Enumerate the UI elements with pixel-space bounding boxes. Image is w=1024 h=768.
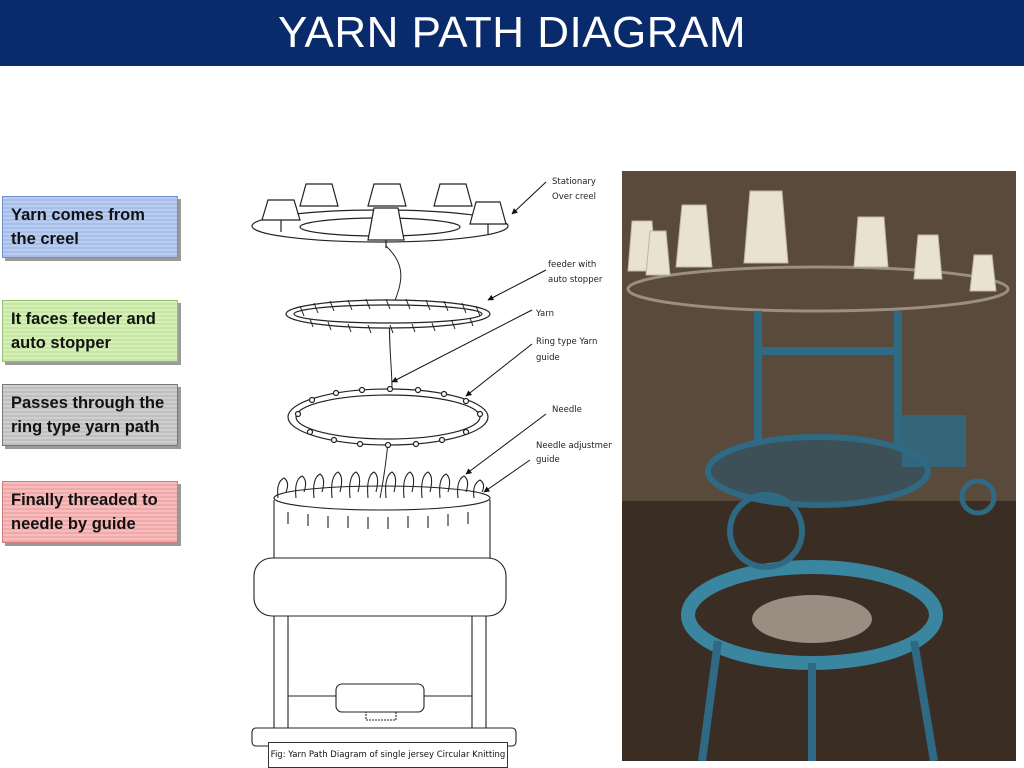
label-auto-stopper: auto stopper [548,275,603,285]
label-over-creel: Over creel [552,192,596,202]
label-yarn: Yarn [535,309,554,319]
label-feeder: feeder with [548,260,596,270]
step-text: Passes through the ring type yarn path [11,394,165,436]
needle-cylinder [251,471,517,747]
label-stationary: Stationary [552,177,596,187]
label-needle-adjustment: Needle adjustment [536,441,612,451]
step-box-creel: Yarn comes from the creel [2,196,178,258]
feeder-ring [285,298,491,334]
step-text: Finally threaded to needle by guide [11,491,158,533]
label-ring-type: Ring type Yarn [536,337,597,347]
title-bar: YARN PATH DIAGRAM [0,0,1024,66]
page-title: YARN PATH DIAGRAM [277,8,747,57]
yarn-path-diagram: Stationary Over creel feeder with auto s… [251,177,612,747]
label-guide: guide [536,353,560,363]
label-needle: Needle [552,405,582,415]
step-box-ring-path: Passes through the ring type yarn path [2,384,178,446]
figure-caption: Fig: Yarn Path Diagram of single jersey … [268,742,508,768]
ring-yarn-guide [287,385,489,449]
step-box-needle: Finally threaded to needle by guide [2,481,178,543]
step-box-feeder: It faces feeder and auto stopper [2,300,178,362]
creel-illustration [251,183,509,248]
yarn-line [379,245,402,499]
caption-text: Fig: Yarn Path Diagram of single jersey … [270,750,506,760]
step-text: It faces feeder and auto stopper [11,310,156,352]
machine-photo [622,171,1016,761]
step-text: Yarn comes from the creel [11,206,145,248]
label-guide-2: guide [536,455,560,465]
diagram-labels: Stationary Over creel feeder with auto s… [535,177,612,465]
